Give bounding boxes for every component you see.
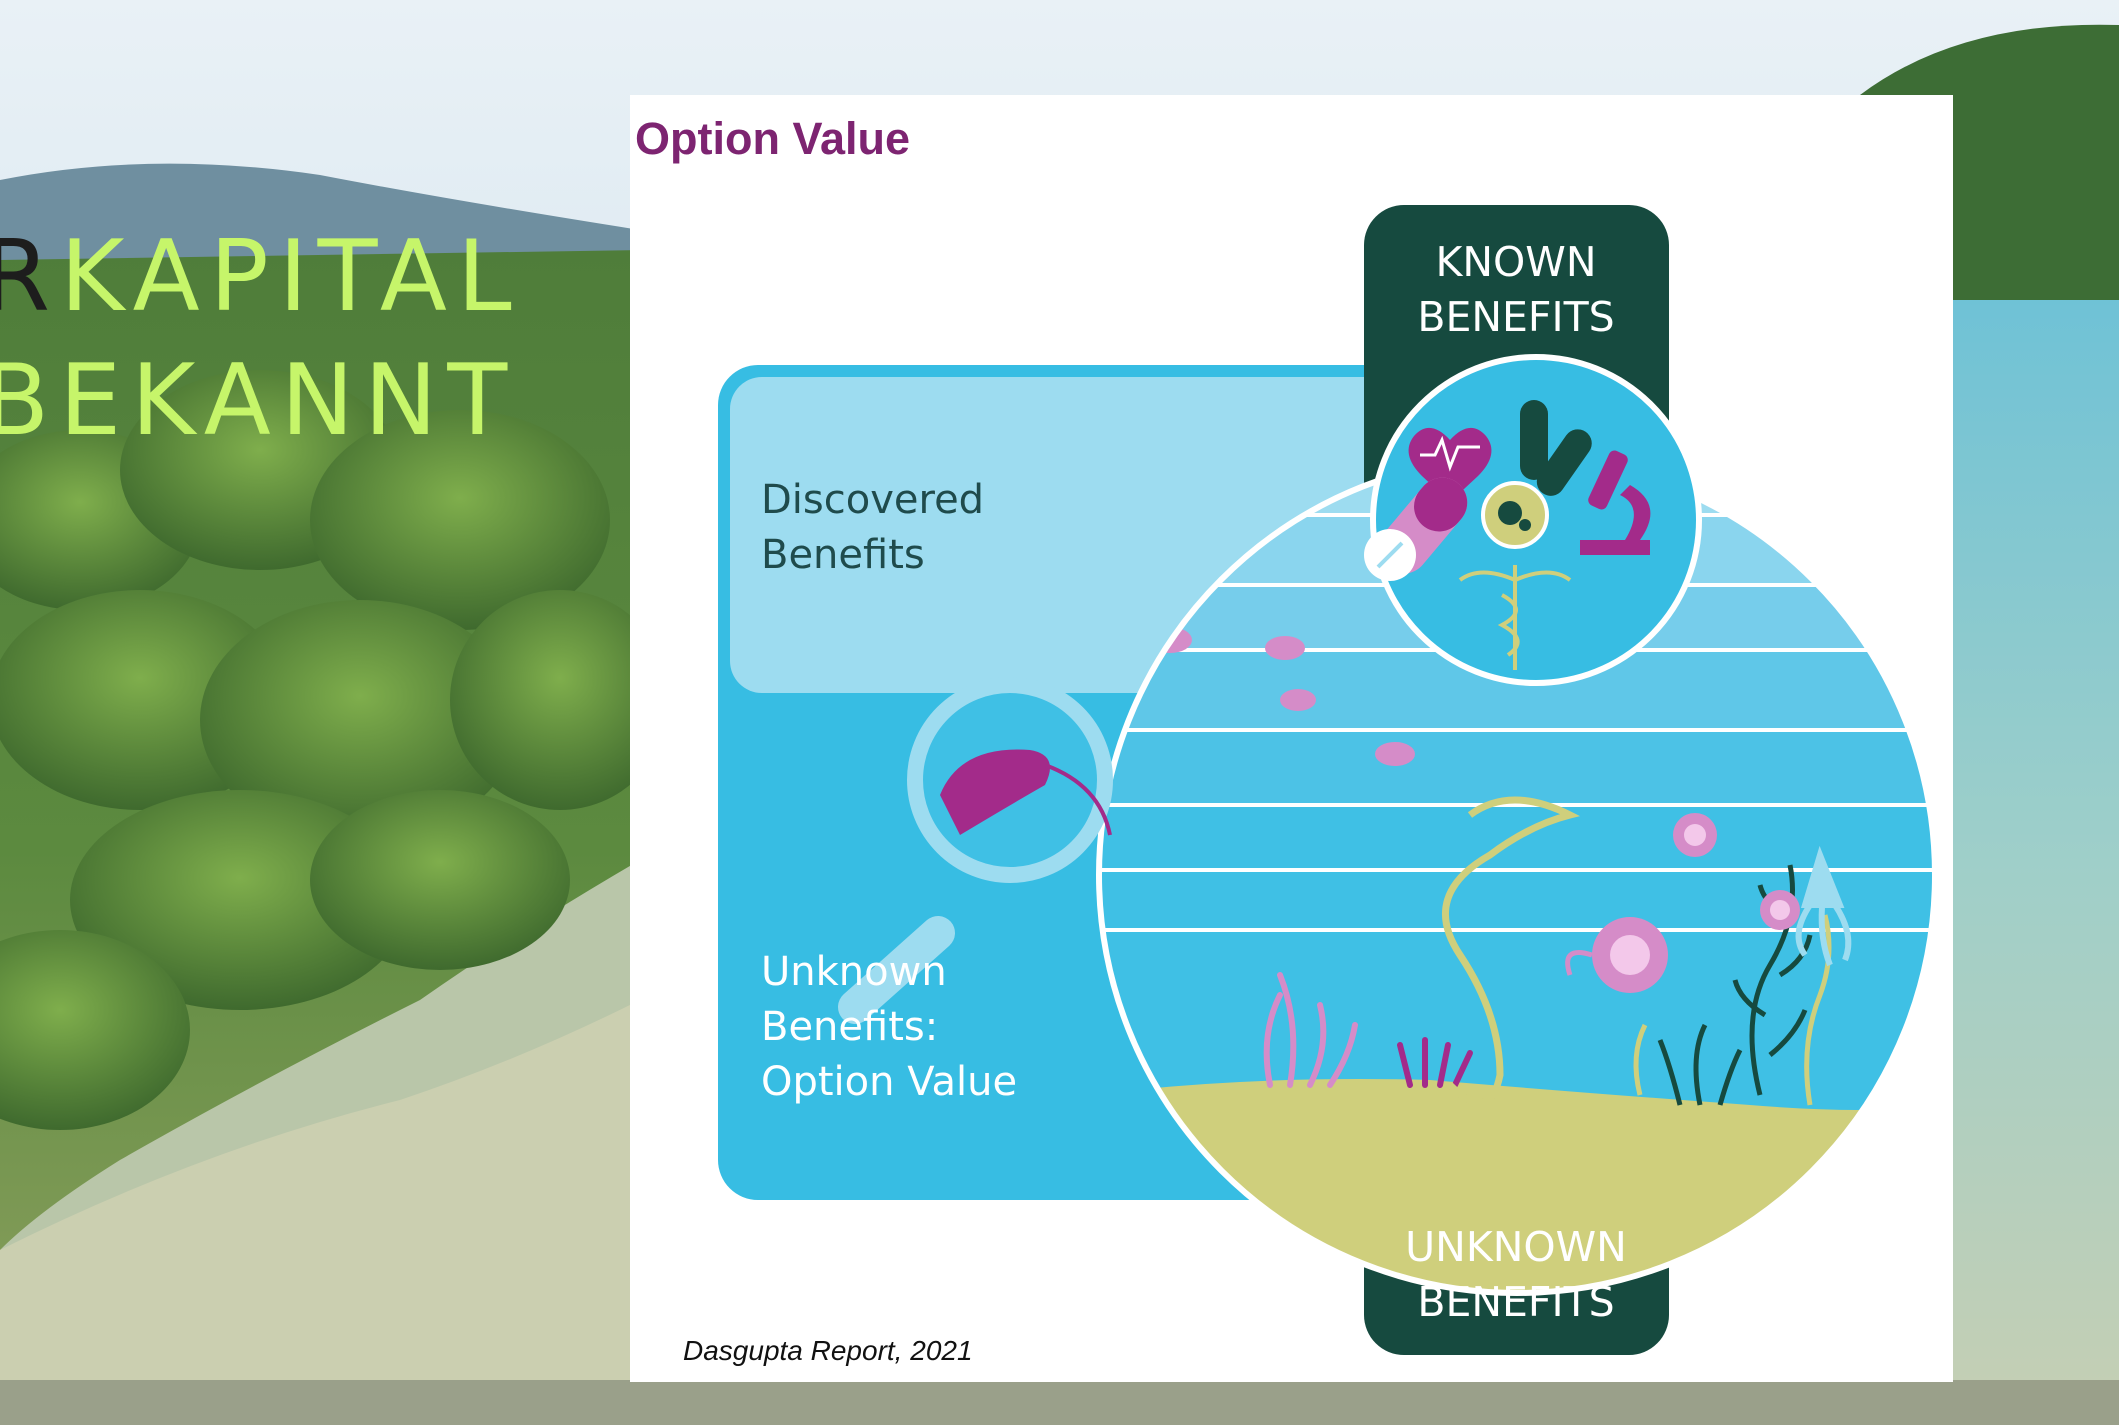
known-benefits-line-2: BENEFITS (1417, 293, 1615, 341)
unknown-benefits-label: UNKNOWN BENEFITS (1366, 1220, 1666, 1330)
pill-icon (1536, 429, 1592, 496)
coral-icon (1397, 1037, 1473, 1088)
magnifier-icon (838, 677, 1113, 1024)
petri-dish-icon (1481, 481, 1549, 549)
nautilus-icon (1760, 890, 1800, 930)
discovered-benefits-label: Discovered Benefits (761, 473, 984, 583)
squid-icon (1795, 845, 1852, 967)
unknown-option-line-2: Benefits: (761, 1004, 939, 1050)
shrimp-icon (940, 749, 1112, 836)
nautilus-icon (1565, 917, 1668, 993)
discovered-benefits-line-2: Benefits (761, 532, 925, 578)
seaweed-icon (1263, 972, 1358, 1088)
unknown-benefits-line-1: UNKNOWN (1405, 1223, 1627, 1271)
figure-title: Option Value (635, 113, 911, 164)
option-value-diagram (718, 205, 1938, 1355)
seaweed-icon (1633, 914, 1832, 1106)
slide-title-clipped-char: R (0, 220, 61, 334)
known-benefits-label: KNOWN BENEFITS (1366, 235, 1666, 345)
unknown-option-line-3: Option Value (761, 1059, 1018, 1105)
unknown-benefits-line-2: BENEFITS (1417, 1278, 1615, 1326)
figure-caption: Dasgupta Report, 2021 (683, 1335, 973, 1366)
option-value-figure: Option Value (630, 95, 1953, 1382)
microscope-icon (1580, 450, 1651, 555)
unknown-option-line-1: Unknown (761, 949, 947, 995)
pill-icon (1520, 400, 1548, 480)
known-benefits-line-1: KNOWN (1435, 238, 1597, 286)
discovered-benefits-line-1: Discovered (761, 477, 985, 523)
slide-title-line-2: BEKANNT (0, 344, 518, 458)
unknown-option-value-label: Unknown Benefits: Option Value (761, 945, 1017, 1110)
eel-icon (1442, 796, 1581, 1107)
slide-title-line-1: KAPITAL (60, 220, 522, 334)
nautilus-icon (1673, 813, 1717, 857)
slide-title: RKAPITAL BEKANNT (0, 215, 522, 463)
known-benefits-circle (1364, 354, 1702, 686)
caduceus-icon (1458, 565, 1572, 670)
